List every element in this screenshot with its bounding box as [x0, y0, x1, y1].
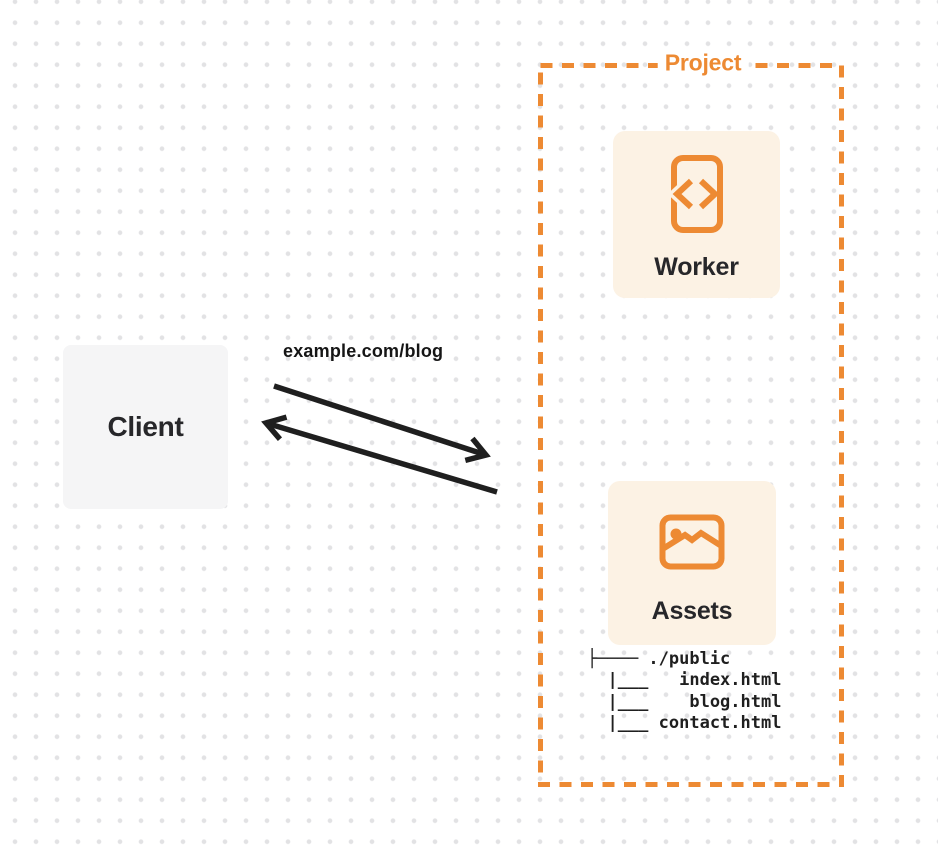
- image-icon: [659, 514, 725, 570]
- assets-card: Assets: [608, 481, 776, 645]
- project-box: Project: [538, 49, 844, 787]
- response-arrow: [261, 414, 498, 495]
- project-title: Project: [657, 49, 749, 77]
- request-arrow: [273, 383, 491, 464]
- client-box: Client: [63, 345, 228, 509]
- assets-label: Assets: [651, 597, 733, 625]
- assets-file-tree: ├──── ./public |___ index.html |___ blog…: [587, 649, 782, 733]
- code-file-icon: [669, 155, 723, 233]
- request-url-label: example.com/blog: [283, 341, 444, 361]
- worker-label: Worker: [654, 253, 739, 281]
- client-label: Client: [107, 411, 184, 442]
- worker-card: Worker: [613, 131, 780, 298]
